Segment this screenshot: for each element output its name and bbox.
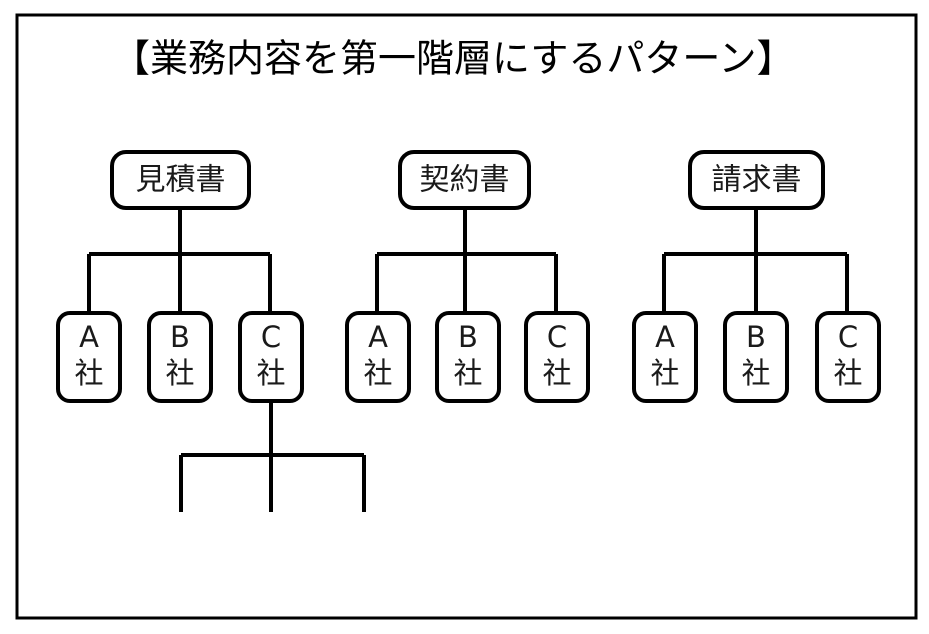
leaf-label-letter: B [170, 320, 190, 354]
leaf-label-letter: B [458, 320, 478, 354]
leaf-node-g1-b[interactable] [147, 311, 213, 403]
parent-node-label: 請求書 [712, 163, 802, 198]
leaf-label-suffix: 社 [542, 356, 571, 390]
leaf-label-suffix: 社 [453, 356, 482, 390]
leaf-label-letter: A [79, 320, 99, 354]
leaf-label-letter: C [547, 320, 567, 354]
leaf-label-letter: A [655, 320, 675, 354]
parent-node-label: 見積書 [136, 163, 226, 198]
leaf-label-suffix: 社 [165, 356, 194, 390]
leaf-node-g3-b[interactable] [723, 311, 789, 403]
leaf-node-g3-a[interactable] [632, 311, 698, 403]
parent-node-請求書[interactable] [688, 150, 825, 210]
leaf-node-g3-c[interactable] [815, 311, 881, 403]
parent-node-見積書[interactable] [110, 150, 251, 210]
leaf-label-letter: A [368, 320, 388, 354]
leaf-node-g2-c[interactable] [524, 311, 590, 403]
leaf-node-g1-a[interactable] [56, 311, 122, 403]
leaf-label-letter: B [746, 320, 766, 354]
leaf-label-suffix: 社 [741, 356, 770, 390]
leaf-label-suffix: 社 [833, 356, 862, 390]
leaf-label-suffix: 社 [650, 356, 679, 390]
leaf-label-letter: C [838, 320, 858, 354]
leaf-node-g1-c[interactable] [238, 311, 304, 403]
leaf-label-letter: C [261, 320, 281, 354]
leaf-label-suffix: 社 [363, 356, 392, 390]
leaf-label-suffix: 社 [74, 356, 103, 390]
diagram-title: 【業務内容を第一階層にするパターン】 [112, 37, 794, 81]
parent-node-契約書[interactable] [398, 150, 531, 210]
leaf-node-g2-a[interactable] [345, 311, 411, 403]
leaf-node-g2-b[interactable] [435, 311, 501, 403]
leaf-label-suffix: 社 [256, 356, 285, 390]
parent-node-label: 契約書 [420, 163, 510, 198]
